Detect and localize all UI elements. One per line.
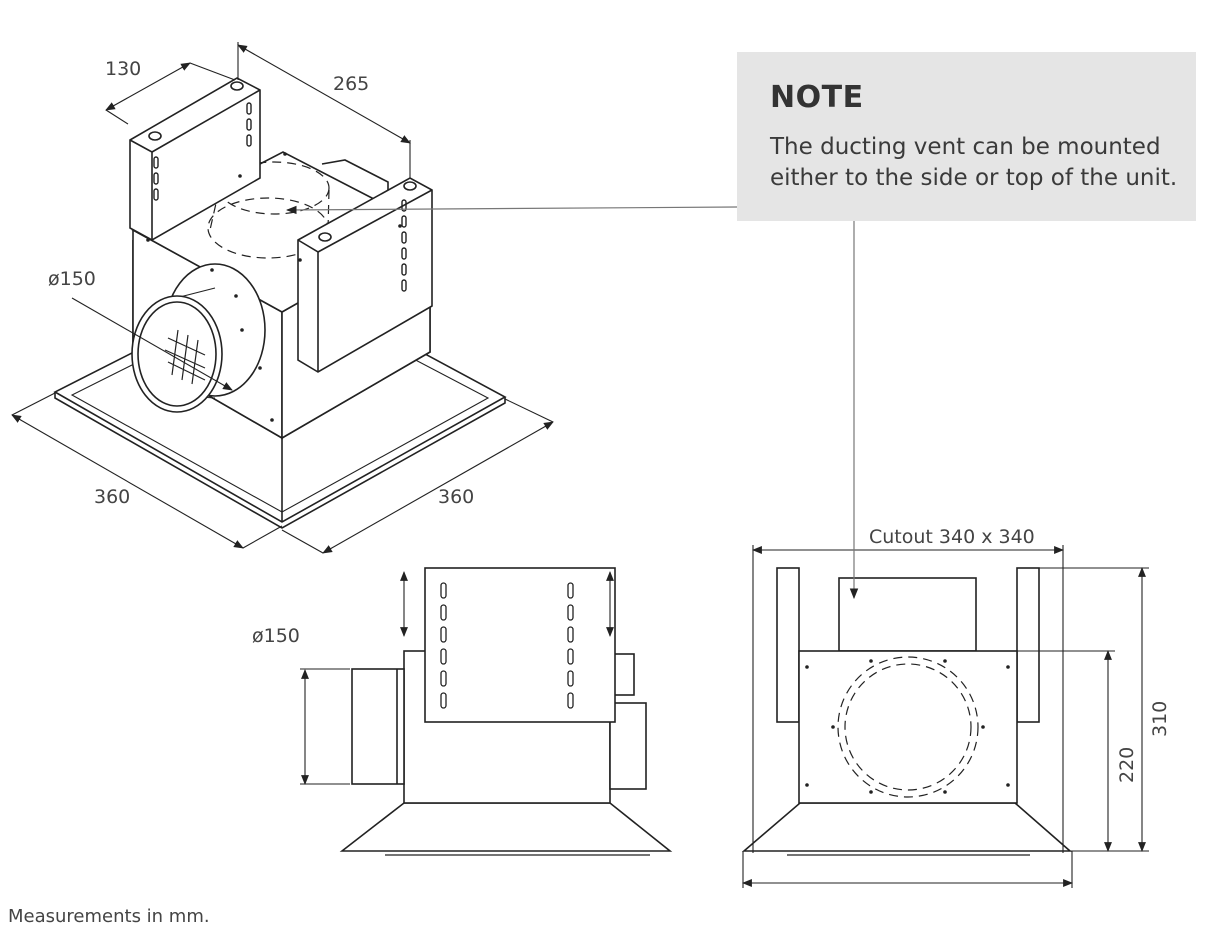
dim-duct-diameter-side: ø150	[252, 625, 300, 647]
note-leader-line-iso	[285, 205, 738, 215]
side-view-bracket	[424, 567, 616, 723]
note-title: NOTE	[770, 80, 864, 115]
dim-duct-diameter-iso: ø150	[48, 268, 96, 290]
dim-bracket-span: 265	[333, 73, 369, 95]
dim-base-width-right: 360	[438, 486, 474, 508]
front-view	[741, 221, 1149, 888]
dim-base-width-left: 360	[94, 486, 130, 508]
side-view	[300, 567, 673, 856]
front-view-body	[798, 650, 1018, 804]
dim-bracket-depth: 130	[105, 58, 141, 80]
iso-duct-collar	[131, 295, 223, 413]
front-view-left-bracket	[776, 567, 800, 723]
note-text: The ducting vent can be mounted either t…	[770, 134, 1178, 191]
front-view-right-bracket	[1016, 567, 1040, 723]
side-view-base	[339, 802, 673, 852]
note-box: NOTE The ducting vent can be mounted eit…	[737, 52, 1196, 221]
dim-height-total: 310	[1149, 701, 1171, 737]
front-view-base	[741, 802, 1073, 852]
dim-cutout: Cutout 340 x 340	[869, 526, 1035, 548]
measurement-footnote: Measurements in mm.	[8, 906, 210, 927]
dim-height-body: 220	[1116, 747, 1138, 783]
iso-left-bracket	[129, 77, 261, 241]
isometric-view	[11, 42, 738, 554]
